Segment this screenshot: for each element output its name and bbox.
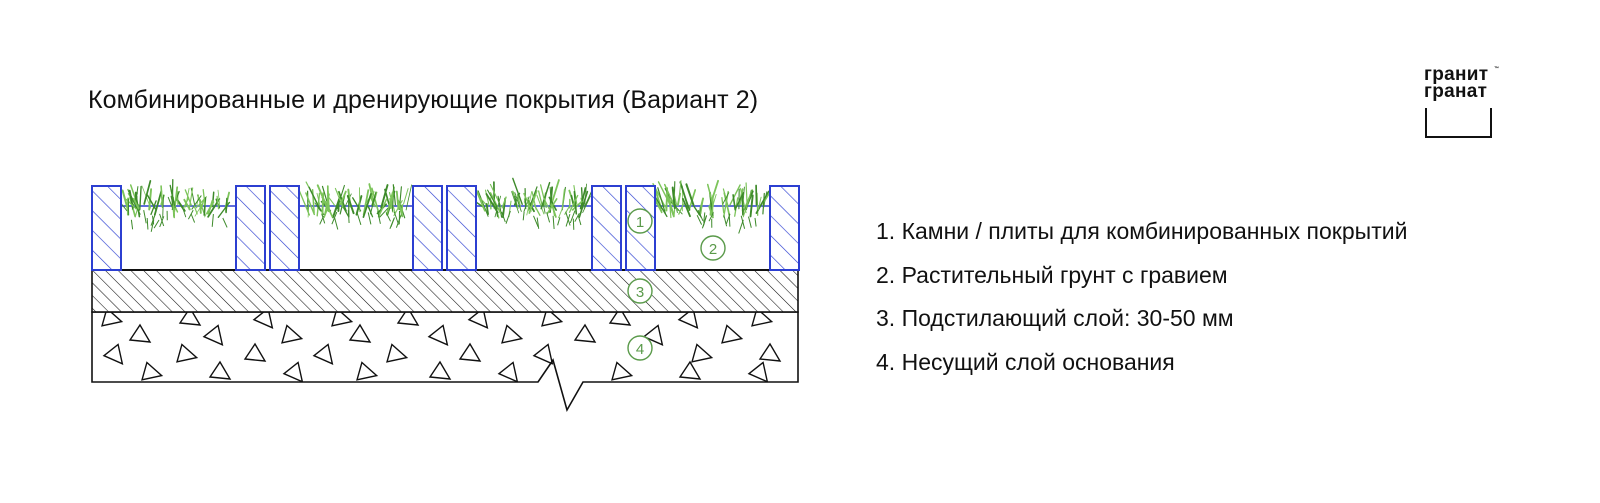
aggregate-triangle-icon — [691, 343, 714, 363]
aggregate-triangle-icon — [758, 342, 782, 362]
aggregate-triangle-icon — [281, 324, 304, 344]
legend-item-1: 1. Камни / плиты для комбинированных пок… — [876, 218, 1408, 244]
aggregate-triangle-icon — [541, 312, 564, 327]
aggregate-triangle-icon — [573, 323, 597, 343]
brand-logo: гранит ™ гранат — [1424, 64, 1514, 140]
paver-block — [235, 185, 266, 271]
logo-line-2: гранат — [1424, 81, 1488, 102]
paver-block — [591, 185, 622, 271]
legend-label: Подстилающий слой: 30-50 мм — [901, 305, 1234, 331]
page-title: Комбинированные и дренирующие покрытия (… — [88, 86, 759, 114]
aggregate-triangle-icon — [386, 343, 409, 363]
aggregate-triangle-icon — [396, 312, 420, 326]
aggregate-triangle-icon — [208, 360, 232, 380]
paver-block — [446, 185, 477, 271]
grass-tuft-icon — [113, 178, 231, 232]
aggregate-triangle-icon — [312, 343, 334, 365]
aggregate-triangle-icon — [348, 323, 372, 343]
logo-line-1: гранит — [1424, 64, 1489, 85]
aggregate-triangle-icon — [458, 342, 482, 362]
aggregate-triangle-icon — [356, 361, 379, 381]
aggregate-triangle-icon — [427, 324, 449, 346]
paver-blocks — [91, 185, 800, 271]
callout-1-number: 1 — [636, 214, 644, 231]
grass-tuft-icon — [298, 181, 412, 230]
legend-number: 4 — [876, 348, 889, 375]
aggregate-triangle-icon — [608, 312, 632, 326]
aggregate-triangle-icon — [532, 343, 554, 365]
callout-2: 2 — [700, 235, 726, 261]
paver-block — [769, 185, 800, 271]
aggregate-triangle-icon — [428, 360, 452, 380]
legend-label: Камни / плиты для комбинированных покрыт… — [901, 218, 1408, 244]
paver-block — [91, 185, 122, 271]
callout-4: 4 — [627, 335, 653, 361]
legend-label: Несущий слой основания — [901, 348, 1175, 375]
grass-tuft-icon — [651, 179, 772, 234]
aggregate-triangle-icon — [282, 361, 304, 383]
paver-block — [269, 185, 300, 271]
aggregate-triangles — [101, 312, 782, 383]
aggregate-triangle-icon — [747, 361, 769, 383]
aggregate-triangle-icon — [678, 360, 702, 380]
aggregate-triangle-icon — [176, 343, 199, 363]
legend-item-4: 4. Несущий слой основания — [876, 348, 1175, 375]
grass-layer — [113, 177, 772, 234]
aggregate-triangle-icon — [178, 312, 202, 326]
callout-3-number: 3 — [636, 284, 644, 301]
aggregate-triangle-icon — [128, 323, 152, 343]
aggregate-triangle-icon — [101, 312, 124, 327]
paver-block — [412, 185, 443, 271]
callout-1: 1 — [627, 208, 653, 234]
aggregate-triangle-icon — [202, 324, 224, 346]
callout-3: 3 — [627, 278, 653, 304]
aggregate-triangle-icon — [102, 343, 124, 365]
layer-legend: 1. Камни / плиты для комбинированных пок… — [876, 210, 1407, 384]
callout-4-number: 4 — [636, 341, 644, 358]
grass-tuft-icon — [469, 177, 595, 230]
aggregate-triangle-icon — [751, 312, 774, 327]
legend-item-3: 3. Подстилающий слой: 30-50 мм — [876, 305, 1234, 331]
legend-number: 2 — [876, 261, 889, 288]
base-layer — [91, 311, 799, 413]
aggregate-triangle-icon — [243, 342, 267, 362]
callout-2-number: 2 — [709, 241, 717, 258]
aggregate-triangle-icon — [331, 312, 354, 327]
aggregate-triangle-icon — [141, 361, 164, 381]
logo-bracket-icon — [1425, 108, 1492, 138]
legend-label: Растительный грунт с гравием — [901, 261, 1228, 288]
legend-item-2: 2. Растительный грунт с гравием — [876, 261, 1228, 288]
aggregate-triangle-icon — [501, 324, 524, 344]
aggregate-triangle-icon — [252, 312, 274, 329]
cross-section-diagram: 1 2 3 4 — [91, 177, 800, 413]
aggregate-triangle-icon — [642, 324, 664, 346]
bedding-layer — [91, 269, 799, 313]
logo-trademark: ™ — [1494, 66, 1499, 72]
legend-number: 3 — [876, 305, 889, 331]
aggregate-triangle-icon — [497, 361, 519, 383]
aggregate-triangle-icon — [611, 361, 634, 381]
legend-number: 1 — [876, 218, 889, 244]
aggregate-triangle-icon — [467, 312, 489, 329]
aggregate-triangle-icon — [721, 324, 744, 344]
aggregate-triangle-icon — [677, 312, 699, 329]
